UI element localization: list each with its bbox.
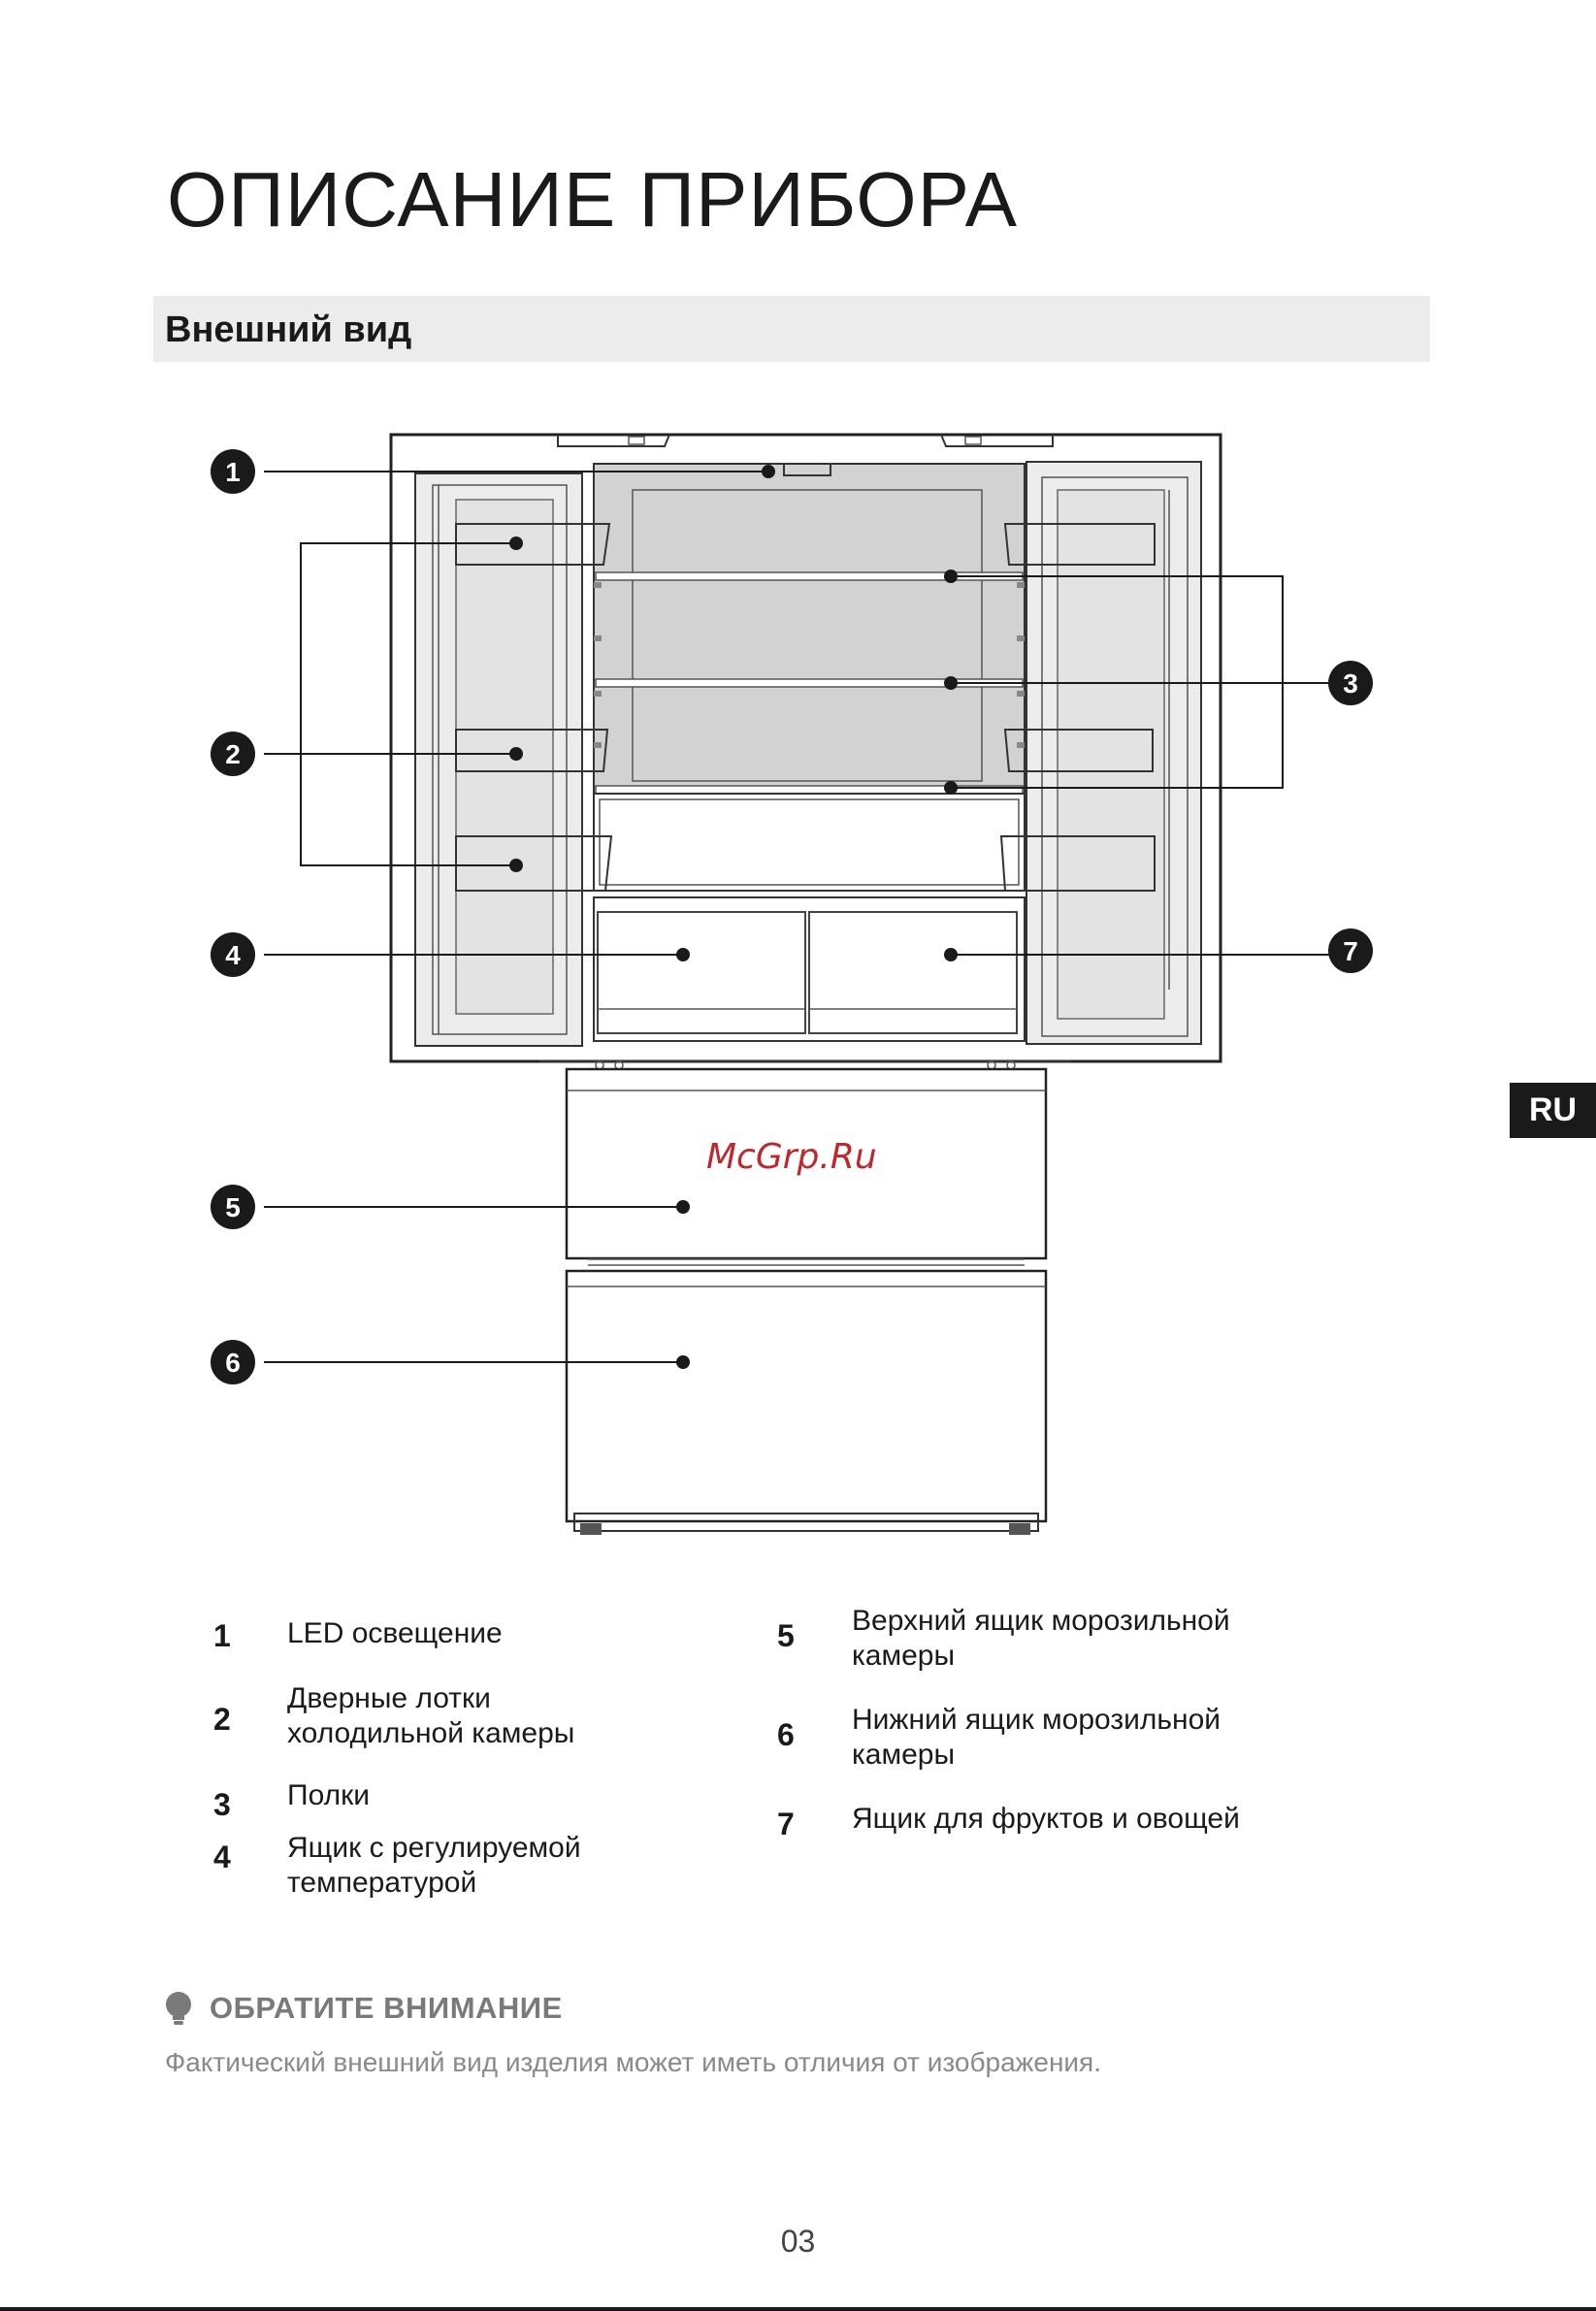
legend-number: 2 xyxy=(213,1702,231,1737)
legend-number: 4 xyxy=(213,1839,231,1874)
svg-text:5: 5 xyxy=(225,1192,241,1222)
lightbulb-icon xyxy=(166,1992,191,2025)
section-title: Внешний вид xyxy=(165,309,412,350)
legend-number: 5 xyxy=(777,1618,795,1653)
page-number: 03 xyxy=(780,2224,816,2259)
callout-3: 3 xyxy=(1328,661,1373,705)
leader-lines xyxy=(264,465,1329,1369)
svg-text:7: 7 xyxy=(1343,936,1358,966)
door-bin-left-top xyxy=(455,523,611,566)
bottom-rule xyxy=(0,2307,1596,2311)
legend-text: LED освещение xyxy=(287,1617,503,1649)
fridge-compartment xyxy=(593,463,1026,795)
door-bin-left-bottom xyxy=(455,835,613,892)
legend-text: Ящик для фруктов и овощей xyxy=(852,1803,1240,1835)
legend-text: Дверные лотки холодильной камеры xyxy=(287,1682,575,1749)
legend-number: 3 xyxy=(213,1787,231,1822)
flex-zone-drawer xyxy=(597,911,806,1034)
legend-text: Верхний ящик морозильной камеры xyxy=(852,1605,1230,1672)
door-bin-left-middle xyxy=(455,729,609,772)
callout-2: 2 xyxy=(211,732,255,776)
note-title: ОБРАТИТЕ ВНИМАНИЕ xyxy=(210,1991,563,2025)
section-header: Внешний вид xyxy=(153,296,1430,362)
svg-text:1: 1 xyxy=(225,457,241,487)
legend-number: 7 xyxy=(777,1806,795,1841)
freezer-drawer-bottom xyxy=(565,1269,1048,1523)
svg-text:6: 6 xyxy=(225,1348,241,1378)
legend-number: 6 xyxy=(777,1717,795,1752)
callout-7: 7 xyxy=(1328,928,1373,973)
door-bin-right-top xyxy=(1003,523,1156,566)
language-badge: RU xyxy=(1510,1083,1596,1138)
door-bin-right-bottom xyxy=(999,835,1156,892)
svg-text:2: 2 xyxy=(225,739,241,769)
note-text: Фактический внешний вид изделия может им… xyxy=(165,2047,1102,2077)
watermark-text: McGrp.Ru xyxy=(706,1137,877,1177)
callout-4: 4 xyxy=(211,932,255,977)
freezer-drawer-top xyxy=(565,1067,1048,1260)
callout-6: 6 xyxy=(211,1340,255,1384)
crisper-drawer xyxy=(808,911,1018,1034)
door-bin-right-middle xyxy=(1003,729,1154,772)
legend-number: 1 xyxy=(213,1618,231,1653)
svg-text:4: 4 xyxy=(225,940,241,970)
page-title: ОПИСАНИЕ ПРИБОРА xyxy=(167,156,1019,243)
note-header: ОБРАТИТЕ ВНИМАНИЕ xyxy=(163,1991,563,2026)
callout-5: 5 xyxy=(211,1185,255,1229)
callout-1: 1 xyxy=(211,449,255,494)
legend-text: Нижний ящик морозильной камеры xyxy=(852,1704,1221,1771)
legend-text: Ящик с регулируемой температурой xyxy=(287,1832,581,1899)
legend-text: Полки xyxy=(287,1779,370,1811)
svg-text:3: 3 xyxy=(1343,668,1358,699)
fridge-diagram: .ol { fill: none; stroke: #333; stroke-w… xyxy=(211,433,1373,1535)
